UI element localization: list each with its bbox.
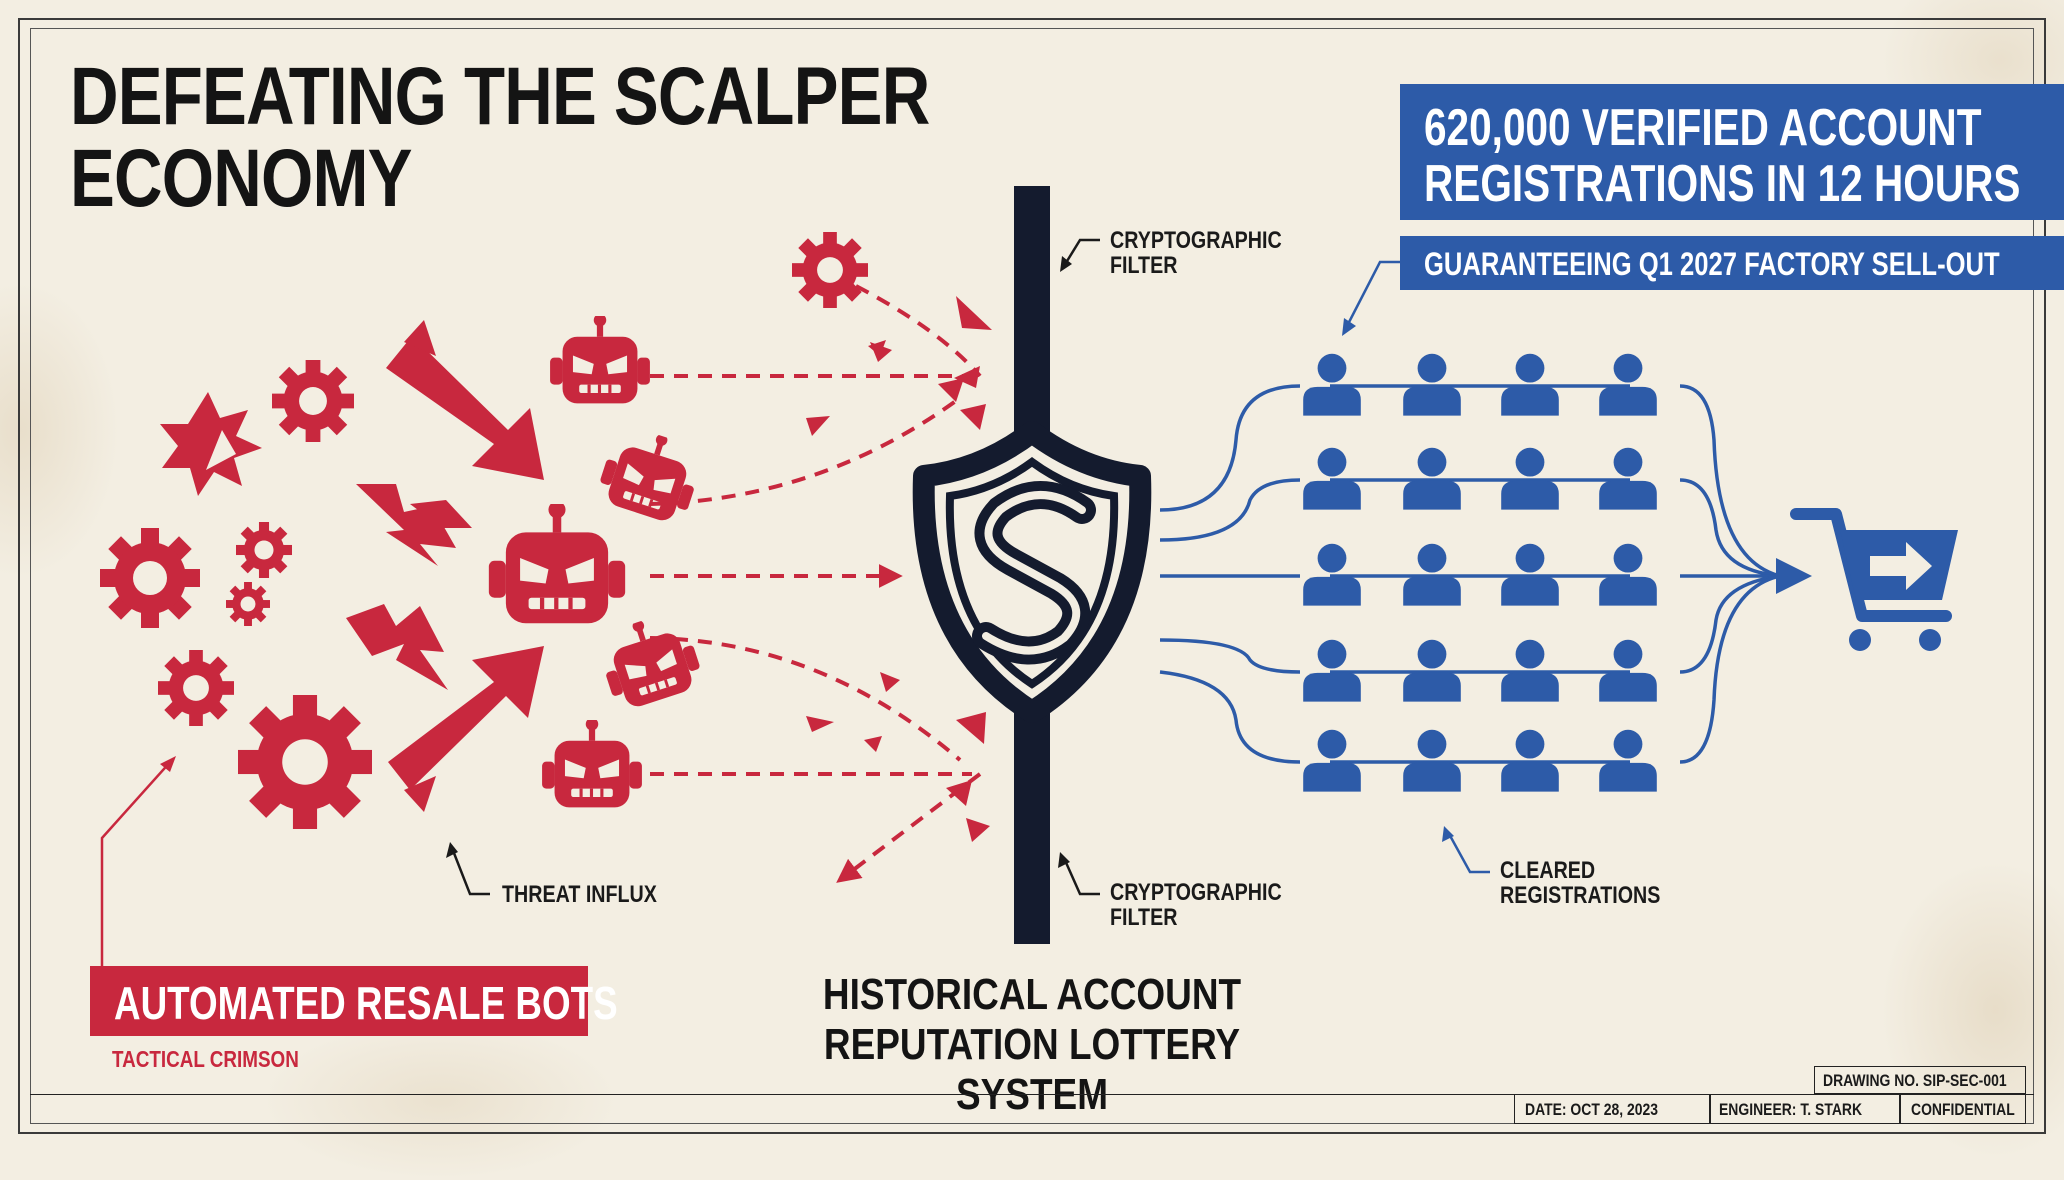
filter-pointer-top bbox=[1062, 238, 1100, 267]
cleared-flow bbox=[1159, 384, 1790, 764]
drawing-classification: CONFIDENTIAL bbox=[1911, 1100, 2015, 1119]
subheadline-leader bbox=[1344, 260, 1400, 329]
robot-icon bbox=[592, 607, 706, 714]
gear-icon bbox=[226, 582, 270, 626]
title-block-engineer: ENGINEER: T. STARK bbox=[1710, 1094, 1900, 1124]
user-grid bbox=[1303, 353, 1657, 792]
bots-label-box: AUTOMATED RESALE BOTS bbox=[90, 966, 618, 1036]
title-line-1: DEFEATING THE SCALPER bbox=[70, 51, 930, 142]
fragment-group bbox=[806, 296, 992, 842]
lightning-icon bbox=[410, 500, 472, 528]
filter-pointer-bottom-head bbox=[1058, 852, 1070, 868]
title-block-date: DATE: OCT 28, 2023 bbox=[1514, 1094, 1710, 1124]
filter-pointer-top-head bbox=[1060, 256, 1072, 272]
arrow-icon bbox=[386, 320, 544, 480]
cleared-pointer-head bbox=[1442, 826, 1454, 842]
gear-icon bbox=[100, 528, 200, 628]
cleared-label-line-1: CLEARED bbox=[1500, 857, 1596, 884]
bots-label: AUTOMATED RESALE BOTS bbox=[114, 977, 618, 1029]
headline-line-1: 620,000 VERIFIED ACCOUNT bbox=[1424, 99, 1982, 157]
gear-icon bbox=[792, 232, 868, 308]
lightning-icon bbox=[346, 604, 448, 690]
burst-icon bbox=[206, 430, 236, 470]
bots-leader bbox=[100, 759, 173, 966]
gear-icon bbox=[236, 522, 292, 578]
robot-icon bbox=[550, 316, 650, 404]
arrow-icon bbox=[388, 646, 544, 812]
subheadline-leader-head bbox=[1342, 318, 1356, 336]
headline-line-2: REGISTRATIONS IN 12 HOURS bbox=[1424, 155, 2021, 213]
diagram-title: DEFEATING THE SCALPER ECONOMY bbox=[70, 51, 930, 224]
threat-pointer-head bbox=[446, 842, 458, 858]
bots-leader-head bbox=[160, 756, 176, 772]
bots-sublabel: TACTICAL CRIMSON bbox=[112, 1046, 299, 1072]
threat-pointer bbox=[450, 847, 490, 896]
cryptographic-filter bbox=[912, 186, 1152, 944]
title-block-classification: CONFIDENTIAL bbox=[1900, 1094, 2026, 1124]
lightning-icon bbox=[356, 484, 456, 566]
gear-icon bbox=[238, 695, 372, 829]
filter-label-top: CRYPTOGRAPHIC FILTER bbox=[1110, 228, 1282, 278]
robot-icon bbox=[488, 504, 626, 624]
title-block-drawing-no: DRAWING NO. SIP-SEC-001 bbox=[1814, 1066, 2026, 1094]
flow-arrow-head bbox=[1776, 558, 1812, 594]
drawing-frame-outer bbox=[18, 18, 2046, 1134]
title-block-rule bbox=[30, 1094, 2034, 1095]
user-grid-links bbox=[1330, 384, 1630, 764]
filter-label-bottom-line-2: FILTER bbox=[1110, 904, 1178, 931]
filter-label-bottom: CRYPTOGRAPHIC FILTER bbox=[1110, 880, 1282, 930]
filter-label-top-line-1: CRYPTOGRAPHIC bbox=[1110, 227, 1282, 254]
title-line-2: ECONOMY bbox=[70, 133, 413, 224]
drawing-frame-inner bbox=[30, 28, 2034, 1124]
threat-label: THREAT INFLUX bbox=[502, 881, 657, 908]
drawing-engineer: ENGINEER: T. STARK bbox=[1719, 1100, 1863, 1119]
filter-label-top-line-2: FILTER bbox=[1110, 252, 1178, 279]
drawing-date: DATE: OCT 28, 2023 bbox=[1525, 1100, 1658, 1119]
burst-icon bbox=[160, 392, 262, 496]
drawing-number: DRAWING NO. SIP-SEC-001 bbox=[1823, 1071, 2007, 1090]
diagram-graphic bbox=[100, 186, 1958, 966]
system-label: HISTORICAL ACCOUNT REPUTATION LOTTERY SY… bbox=[822, 970, 1242, 1119]
gear-icon bbox=[158, 650, 234, 726]
cleared-pointer bbox=[1446, 831, 1490, 874]
filter-label-bottom-line-1: CRYPTOGRAPHIC bbox=[1110, 879, 1282, 906]
cart-icon bbox=[1790, 508, 1958, 651]
robot-icon bbox=[542, 720, 642, 808]
robot-icon bbox=[594, 421, 708, 528]
headline-box: 620,000 VERIFIED ACCOUNT REGISTRATIONS I… bbox=[1400, 84, 2064, 220]
cleared-label: CLEARED REGISTRATIONS bbox=[1500, 858, 1660, 908]
subheadline-text: GUARANTEEING Q1 2027 FACTORY SELL-OUT bbox=[1424, 246, 2000, 282]
filter-pointer-bottom bbox=[1062, 857, 1100, 896]
subheadline-box: GUARANTEEING Q1 2027 FACTORY SELL-OUT bbox=[1400, 236, 2064, 290]
cleared-label-line-2: REGISTRATIONS bbox=[1500, 882, 1661, 909]
shield-icon bbox=[912, 421, 1152, 723]
gear-icon bbox=[272, 360, 354, 442]
threat-cluster bbox=[100, 232, 992, 966]
